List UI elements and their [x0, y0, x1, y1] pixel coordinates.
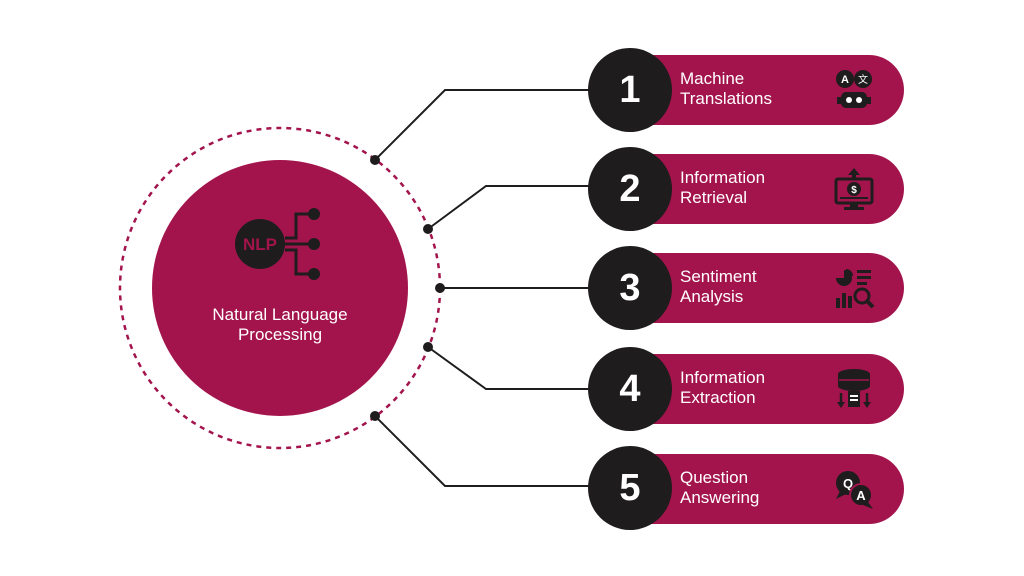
connector-dot-3	[435, 283, 445, 293]
svg-text:A: A	[856, 488, 866, 503]
item-label: Machine Translations	[680, 69, 772, 108]
qa-chat-icon: Q A	[836, 471, 873, 509]
connector-line-4	[427, 346, 600, 390]
connector-dot-2	[423, 224, 433, 234]
item-label: Information Extraction	[680, 368, 766, 407]
item-number-badge-3: 3	[588, 246, 672, 330]
database-extraction-icon	[837, 369, 871, 408]
item-number-badge-2: 2	[588, 147, 672, 231]
hub-title: Natural Language Processing	[212, 305, 348, 344]
analytics-magnifier-icon	[836, 269, 875, 309]
connector-dot-5	[370, 411, 380, 421]
svg-text:$: $	[851, 185, 857, 196]
item-label: Question Answering	[680, 468, 760, 507]
item-number-badge-1: 1	[588, 48, 672, 132]
connector-line-5	[374, 415, 600, 487]
nlp-logo-text: NLP	[243, 235, 277, 254]
svg-text:Q: Q	[843, 476, 853, 491]
svg-text:文: 文	[858, 73, 868, 86]
item-number-badge-4: 4	[588, 347, 672, 431]
connector-line-1	[374, 89, 600, 161]
nlp-network-icon: NLP	[235, 208, 320, 280]
svg-text:A: A	[841, 74, 849, 86]
connector-dot-4	[423, 342, 433, 352]
connector-line-2	[427, 185, 600, 230]
item-label: Information Retrieval	[680, 168, 766, 207]
item-number-badge-5: 5	[588, 446, 672, 530]
nlp-hub-circle: NLP Natural Language Processing	[152, 160, 408, 416]
translation-robot-icon: A 文	[836, 70, 872, 108]
item-label: Sentiment Analysis	[680, 267, 757, 306]
connector-dot-1	[370, 155, 380, 165]
monitor-retrieval-icon: $	[834, 168, 874, 210]
